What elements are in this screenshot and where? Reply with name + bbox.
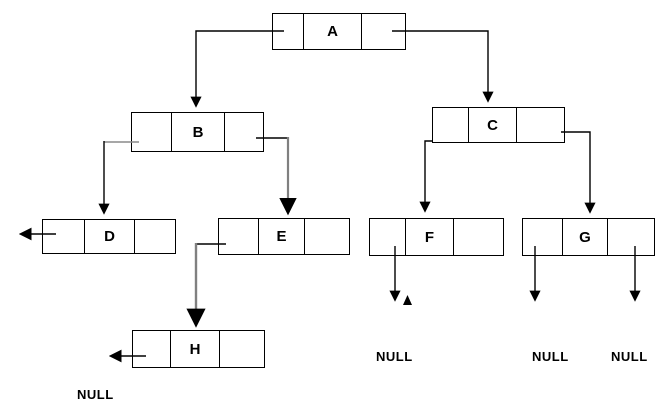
node-G-right-pointer-cell bbox=[607, 219, 654, 255]
up-triangle-icon bbox=[403, 295, 412, 305]
arrow-a-left-to-b bbox=[190, 30, 284, 108]
node-G: G bbox=[522, 218, 655, 256]
node-F-right-pointer-cell bbox=[453, 219, 503, 255]
node-E: E bbox=[218, 218, 350, 255]
node-D: D bbox=[42, 219, 176, 254]
node-C-data-cell: C bbox=[468, 108, 516, 142]
null-label-bottom-left: NULL bbox=[77, 387, 114, 402]
node-D-label: D bbox=[104, 228, 115, 245]
node-H: H bbox=[132, 330, 265, 368]
null-label-under-g-right: NULL bbox=[611, 349, 648, 364]
node-A-right-pointer-cell bbox=[361, 14, 405, 49]
node-C: C bbox=[432, 107, 565, 143]
node-D-left-pointer-cell bbox=[43, 220, 84, 253]
node-B: B bbox=[131, 112, 264, 152]
node-D-right-pointer-cell bbox=[134, 220, 175, 253]
node-E-label: E bbox=[276, 228, 287, 245]
node-F-data-cell: F bbox=[405, 219, 453, 255]
node-F-label: F bbox=[424, 228, 435, 246]
node-E-data-cell: E bbox=[258, 219, 304, 254]
node-A-left-pointer-cell bbox=[273, 14, 303, 49]
node-H-left-pointer-cell bbox=[133, 331, 170, 367]
node-G-label: G bbox=[579, 228, 591, 246]
arrow-c-left-to-f bbox=[419, 140, 433, 213]
node-B-data-cell: B bbox=[171, 113, 224, 151]
arrow-c-right-to-g bbox=[561, 131, 596, 214]
node-E-left-pointer-cell bbox=[219, 219, 258, 254]
node-A: A bbox=[272, 13, 406, 50]
node-E-right-pointer-cell bbox=[304, 219, 349, 254]
node-G-left-pointer-cell bbox=[523, 219, 562, 255]
node-G-data-cell: G bbox=[562, 219, 607, 255]
node-C-right-pointer-cell bbox=[516, 108, 564, 142]
null-label-under-f: NULL bbox=[376, 349, 413, 364]
node-H-data-cell: H bbox=[170, 331, 219, 367]
node-C-left-pointer-cell bbox=[433, 108, 468, 142]
node-D-data-cell: D bbox=[84, 220, 134, 253]
node-B-left-pointer-cell bbox=[132, 113, 171, 151]
node-C-label: C bbox=[487, 116, 498, 134]
node-A-label: A bbox=[327, 23, 338, 40]
node-F-left-pointer-cell bbox=[370, 219, 405, 255]
node-B-right-pointer-cell bbox=[224, 113, 263, 151]
node-H-label: H bbox=[189, 340, 201, 358]
node-B-label: B bbox=[192, 123, 204, 141]
node-F: F bbox=[369, 218, 504, 256]
null-label-under-g-left: NULL bbox=[532, 349, 569, 364]
arrow-a-right-to-c bbox=[392, 30, 494, 103]
node-A-data-cell: A bbox=[303, 14, 361, 49]
node-H-right-pointer-cell bbox=[219, 331, 264, 367]
